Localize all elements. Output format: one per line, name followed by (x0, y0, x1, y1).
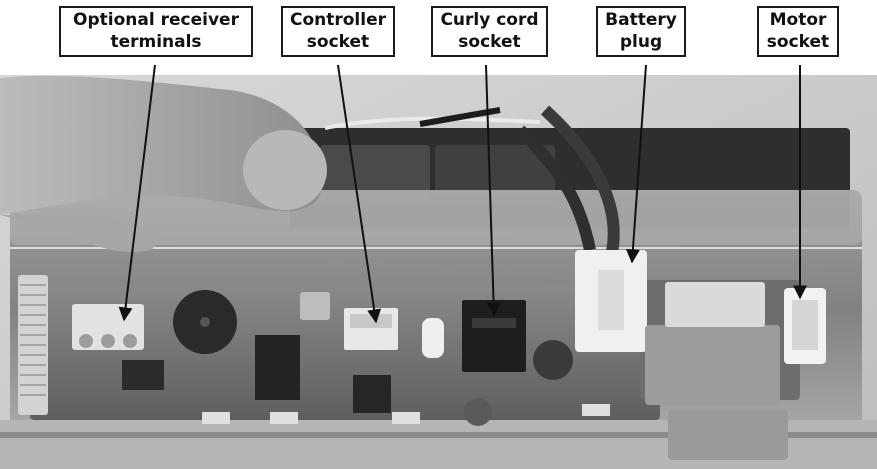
arrow-controller (337, 64, 382, 324)
relay (645, 325, 780, 405)
callout-motor-socket: Motor socket (757, 6, 839, 57)
arrow-receiver (118, 64, 156, 322)
arrow-curly (485, 64, 501, 317)
callout-curly-cord-socket: Curly cord socket (431, 6, 548, 57)
callout-line2: socket (306, 32, 370, 52)
callout-line2: socket (458, 32, 521, 52)
arrow-battery (625, 64, 647, 264)
callout-controller-socket: Controller socket (281, 6, 395, 57)
callout-line2: terminals (110, 32, 202, 52)
callout-optional-receiver-terminals: Optional receiver terminals (59, 6, 253, 57)
callout-line1: Controller (289, 10, 386, 30)
callout-line2: socket (766, 32, 830, 52)
callout-line2: plug (619, 32, 663, 52)
hand (0, 75, 322, 215)
callout-line1: Curly cord (440, 10, 539, 30)
callout-line1: Motor (769, 10, 827, 30)
callout-arrows (118, 64, 807, 324)
callout-battery-plug: Battery plug (596, 6, 686, 57)
callout-line1: Battery (605, 10, 677, 30)
callout-line1: Optional receiver (73, 10, 239, 30)
